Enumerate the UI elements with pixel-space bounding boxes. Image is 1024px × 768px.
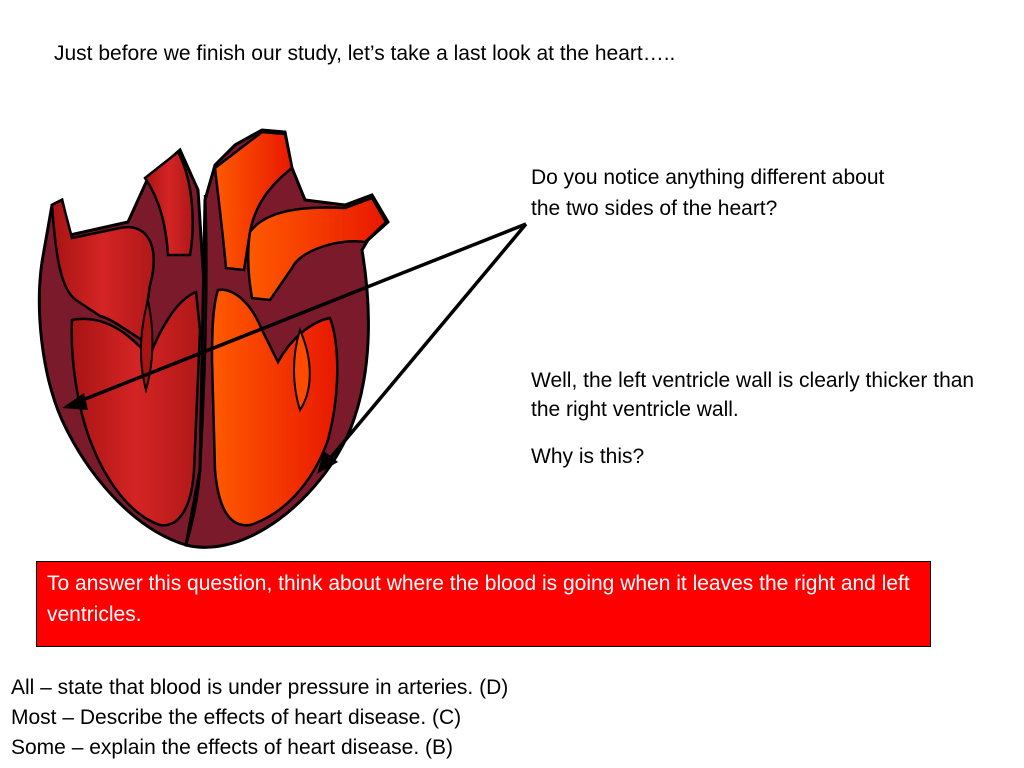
- pointer-arrow-left-ventricle: [325, 222, 528, 464]
- hint-text: To answer this question, think about whe…: [47, 572, 910, 626]
- heart-right-atrium: [50, 198, 155, 343]
- answer-text: Well, the left ventricle wall is clearly…: [531, 369, 975, 421]
- heart-left-ventricle-chamber: [210, 288, 339, 527]
- hint-box: To answer this question, think about whe…: [36, 561, 931, 647]
- heart-septum: [184, 194, 208, 546]
- question-text: Do you notice anything different about t…: [531, 166, 885, 220]
- heart-valve-right: [139, 299, 154, 394]
- heart-valve-left: [293, 327, 311, 413]
- objective-most: Most – Describe the effects of heart dis…: [11, 706, 462, 729]
- answer-block: Well, the left ventricle wall is clearly…: [531, 366, 981, 471]
- heart-right-vessel: [143, 150, 194, 257]
- pointer-arrowhead-right-ventricle: [62, 393, 88, 410]
- pointer-arrow-right-ventricle: [74, 222, 527, 405]
- learning-objectives: All – state that blood is under pressure…: [11, 673, 508, 763]
- objective-some: Some – explain the effects of heart dise…: [11, 736, 454, 759]
- pointer-arrowhead-left-ventricle: [317, 451, 338, 474]
- objective-all: All – state that blood is under pressure…: [11, 676, 509, 699]
- heart-left-aorta: [213, 130, 294, 272]
- heart-left-atrium: [247, 196, 388, 302]
- slide-title: Just before we finish our study, let’s t…: [54, 42, 676, 65]
- follow-up-question: Why is this?: [531, 445, 645, 468]
- heart-left-outer-wall: [184, 128, 390, 549]
- heart-right-outer-wall: [37, 147, 207, 547]
- heart-right-ventricle-chamber: [70, 290, 202, 527]
